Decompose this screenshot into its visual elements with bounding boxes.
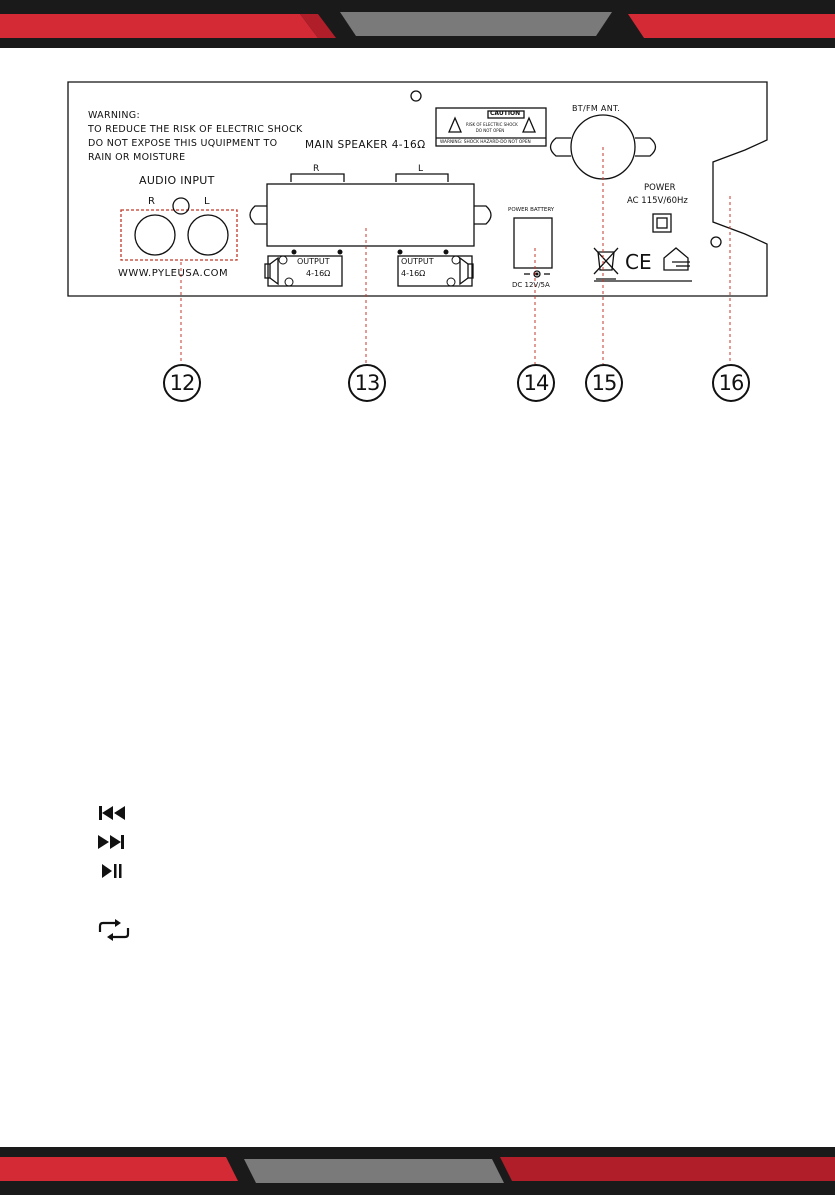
output-left-ohms: 4-16Ω [306, 269, 331, 278]
audio-r-label: R [148, 196, 155, 207]
speaker-l-label: L [418, 164, 424, 174]
repeat-icon [98, 919, 130, 941]
power-battery-label: POWER BATTERY [508, 207, 555, 213]
dc-rating-label: DC 12V/5A [512, 281, 550, 289]
audio-l-label: L [204, 196, 210, 207]
speaker-r-label: R [313, 164, 320, 174]
main-speaker-label: MAIN SPEAKER 4-16Ω [305, 139, 426, 151]
previous-track-icon [99, 806, 125, 820]
output-right-ohms: 4-16Ω [401, 269, 426, 278]
caution-bottom: WARNING: SHOCK HAZARD-DO NOT OPEN [440, 140, 531, 145]
callout-12: 12 [163, 364, 201, 402]
website-label: WWW.PYLEUSA.COM [118, 268, 229, 279]
footer-band [0, 1147, 835, 1195]
output-left-label: OUTPUT [297, 257, 330, 266]
callout-13: 13 [348, 364, 386, 402]
power-title: POWER [644, 183, 676, 193]
warning-title: WARNING: [88, 110, 140, 121]
ce-mark: CE [625, 250, 652, 274]
callout-14: 14 [517, 364, 555, 402]
next-track-icon [98, 835, 124, 849]
warning-line-3: RAIN OR MOISTURE [88, 152, 186, 163]
callout-16: 16 [712, 364, 750, 402]
header-band [0, 0, 835, 48]
warning-line-2: DO NOT EXPOSE THIS UQUIPMENT TO [88, 138, 278, 149]
power-rating: AC 115V/60Hz [627, 196, 688, 206]
caution-line-1: RISK OF ELECTRIC SHOCK [466, 122, 518, 127]
play-pause-icon [102, 864, 122, 878]
output-right-label: OUTPUT [401, 257, 434, 266]
audio-input-label: AUDIO INPUT [139, 174, 215, 187]
warning-line-1: TO REDUCE THE RISK OF ELECTRIC SHOCK [88, 124, 303, 135]
rear-panel-diagram [67, 81, 768, 364]
caution-title: CAUTION [490, 110, 521, 117]
caution-line-2: DO NOT OPEN [475, 128, 505, 133]
antenna-label: BT/FM ANT. [572, 104, 621, 113]
callout-15: 15 [585, 364, 623, 402]
